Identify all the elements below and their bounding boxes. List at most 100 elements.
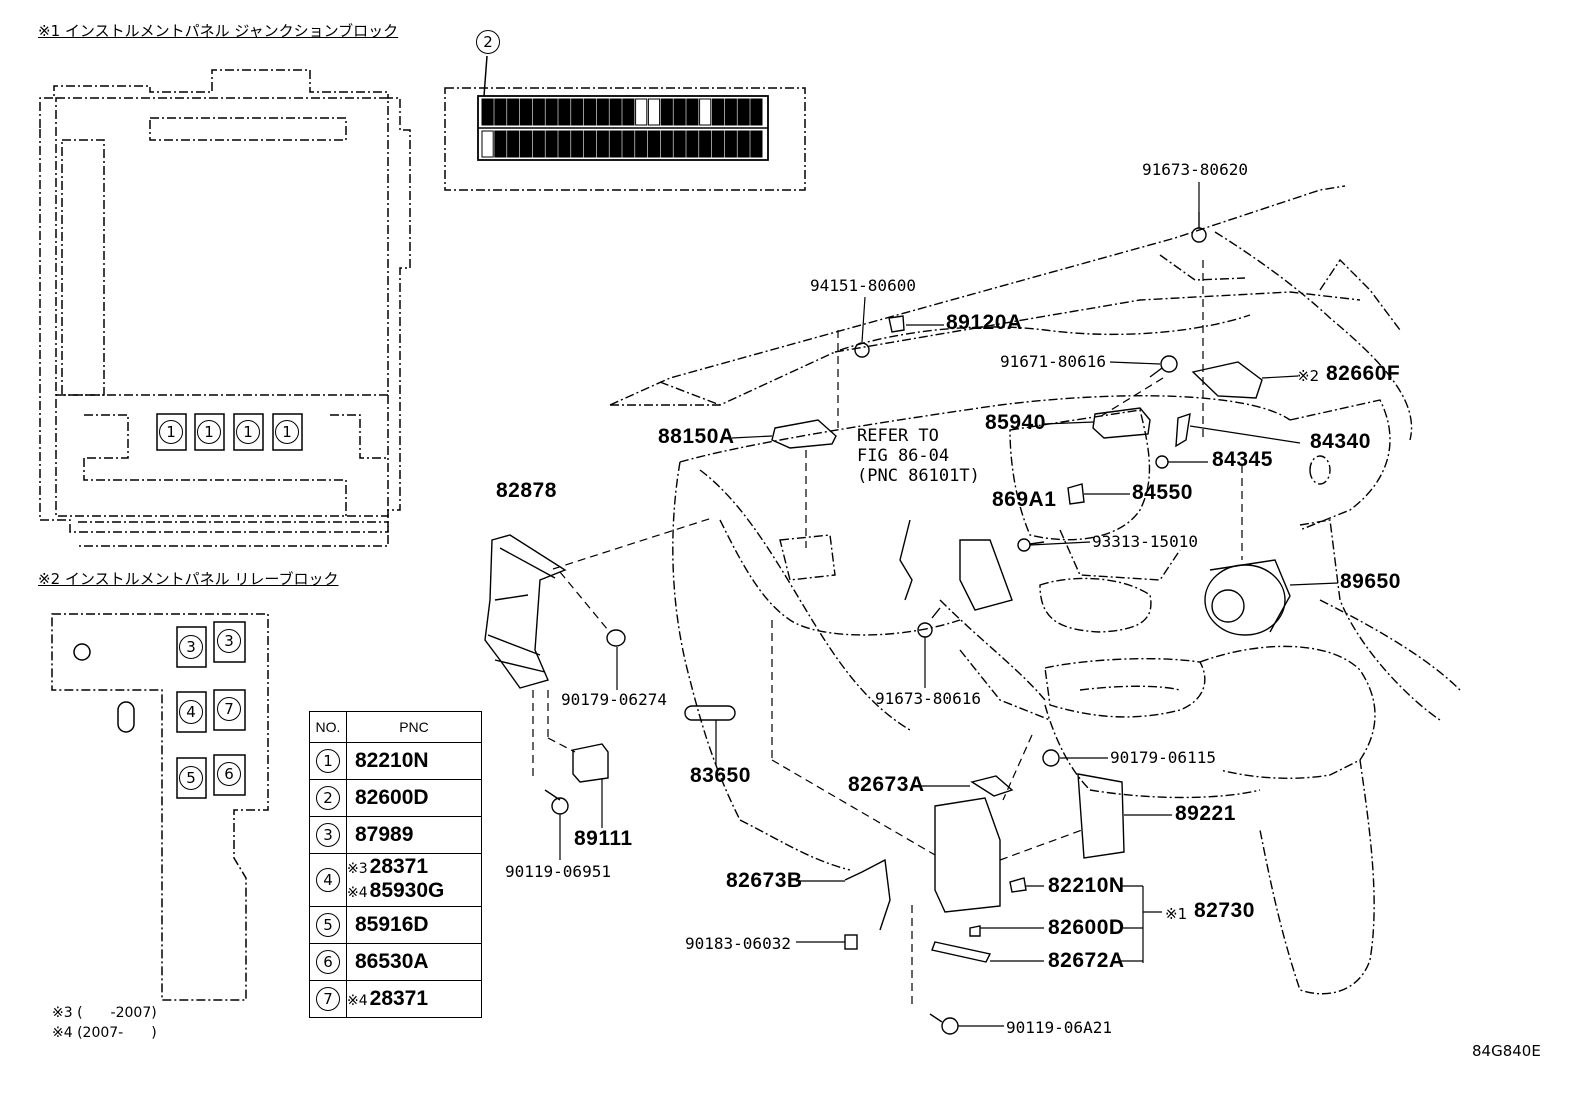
- table-row: 2 82600D: [309, 779, 482, 817]
- part-label: 82672A: [1048, 949, 1125, 972]
- part-label: 84345: [1212, 448, 1273, 471]
- row-pnc: 82210N: [346, 742, 482, 780]
- fuse-cell: [635, 130, 648, 158]
- relay-position-callout: 3: [179, 635, 203, 659]
- row-number: 6: [316, 950, 340, 974]
- part-label: 85940: [985, 411, 1046, 434]
- fuse-cell: [609, 98, 622, 126]
- footnote-text: ( -2007): [77, 1005, 157, 1021]
- fuse-cell: [647, 130, 661, 158]
- fuse-cell: [481, 98, 494, 126]
- part-label: 89111: [574, 827, 633, 850]
- row-pnc: 86530A: [346, 943, 482, 981]
- component-sketches: [484, 212, 1291, 1035]
- fuse-cell: [545, 98, 558, 126]
- relay-position-callout: 4: [179, 700, 203, 724]
- fuse-cell: [558, 98, 571, 126]
- part-label: 91673-80616: [875, 689, 981, 708]
- fuse-cell: [519, 130, 533, 158]
- fuse-cell: [711, 130, 725, 158]
- footnote-mark: ※3: [52, 1005, 73, 1021]
- row-pnc: 82600D: [346, 779, 482, 817]
- relay-position-callout: 5: [179, 766, 203, 790]
- fuse-cell: [571, 130, 584, 158]
- fuse-cell: [519, 98, 533, 126]
- fuse-cell: [583, 130, 597, 158]
- part-label: 90183-06032: [685, 934, 791, 953]
- junction-block-drawing: [39, 69, 411, 547]
- leader-lines: [559, 182, 1339, 1027]
- figure-code: 84G840E: [1472, 1042, 1541, 1060]
- junction-position-callout: 1: [236, 420, 260, 444]
- fuse-cell: [699, 130, 712, 158]
- fuse-cell: [494, 130, 507, 158]
- row-number: 4: [316, 868, 340, 892]
- fuse-cell: [507, 98, 520, 126]
- part-label: 82878: [496, 479, 557, 502]
- part-label: 82210N: [1048, 874, 1125, 897]
- fuse-cell: [596, 98, 609, 126]
- fuse-cell: [494, 98, 507, 126]
- part-label: 82673A: [848, 773, 925, 796]
- row-note: ※4: [347, 993, 368, 1009]
- fuse-cell: [532, 130, 545, 158]
- fuse-cell: [507, 130, 520, 158]
- row-pnc: 85930G: [369, 879, 445, 902]
- footnote-3: ※3 ( -2007): [52, 1002, 157, 1022]
- table-row: 3 87989: [309, 816, 482, 854]
- part-label: 90119-06951: [505, 862, 611, 881]
- fuse-block-drawing: [444, 55, 806, 191]
- fuse-cell: [481, 130, 494, 158]
- row-note: ※4: [347, 885, 368, 901]
- fuse-cell: [545, 130, 558, 158]
- junction-block-title: ※1 インストルメントパネル ジャンクションブロック: [38, 22, 399, 40]
- fuse-cell: [622, 130, 635, 158]
- junction-position-callout: 1: [275, 420, 299, 444]
- fuse-cell: [750, 130, 763, 158]
- fuse-block-callout: 2: [476, 30, 500, 54]
- fuse-cells: [481, 98, 763, 158]
- part-label: 89221: [1175, 802, 1236, 825]
- fuse-cell: [532, 98, 545, 126]
- fuse-cell: [660, 98, 673, 126]
- junction-position-callout: 1: [197, 420, 221, 444]
- part-label: 90119-06A21: [1006, 1018, 1112, 1037]
- footnote-4: ※4 (2007- ): [52, 1022, 157, 1042]
- relay-block-drawing: [51, 613, 269, 1001]
- fuse-cell: [686, 98, 699, 126]
- fuse-cell: [622, 98, 635, 126]
- part-label: 83650: [690, 764, 751, 787]
- row-pnc: 87989: [346, 816, 482, 854]
- table-row: 1 82210N: [309, 742, 482, 780]
- table-row: 6 86530A: [309, 943, 482, 981]
- part-label: 89120A: [946, 311, 1023, 334]
- footnote-text: (2007- ): [77, 1025, 157, 1041]
- table-row: 5 85916D: [309, 906, 482, 944]
- fuse-cell: [596, 130, 609, 158]
- part-label: 82673B: [726, 869, 803, 892]
- part-label: 869A1: [992, 488, 1057, 511]
- relay-block-title: ※2 インストルメントパネル リレーブロック: [38, 570, 339, 588]
- part-label: 82730: [1194, 899, 1255, 922]
- part-label: 88150A: [658, 425, 735, 448]
- table-row: 7 ※428371: [309, 980, 482, 1018]
- row-pnc: 28371: [369, 987, 429, 1010]
- fuse-cell: [571, 98, 584, 126]
- fuse-cell: [583, 98, 597, 126]
- part-label: 94151-80600: [810, 276, 916, 295]
- refer-note: FIG 86-04: [857, 446, 950, 466]
- row-pnc: 85916D: [346, 906, 482, 944]
- instrument-panel-outline: [609, 185, 1461, 995]
- fuse-cell: [647, 98, 661, 126]
- fuse-cell: [635, 98, 648, 126]
- part-label: 84550: [1132, 481, 1193, 504]
- row-number: 7: [316, 987, 340, 1011]
- fuse-cell: [660, 130, 673, 158]
- pnc-table: NO. PNC 1 82210N 2 82600D 3 87989 4 ※328…: [309, 711, 482, 1018]
- row-number: 1: [316, 749, 340, 773]
- part-label: 90179-06274: [561, 690, 667, 709]
- part-label: 89650: [1340, 570, 1401, 593]
- fuse-cell: [737, 130, 750, 158]
- part-note-mark: ※2: [1297, 367, 1320, 385]
- table-header-no: NO.: [309, 711, 347, 743]
